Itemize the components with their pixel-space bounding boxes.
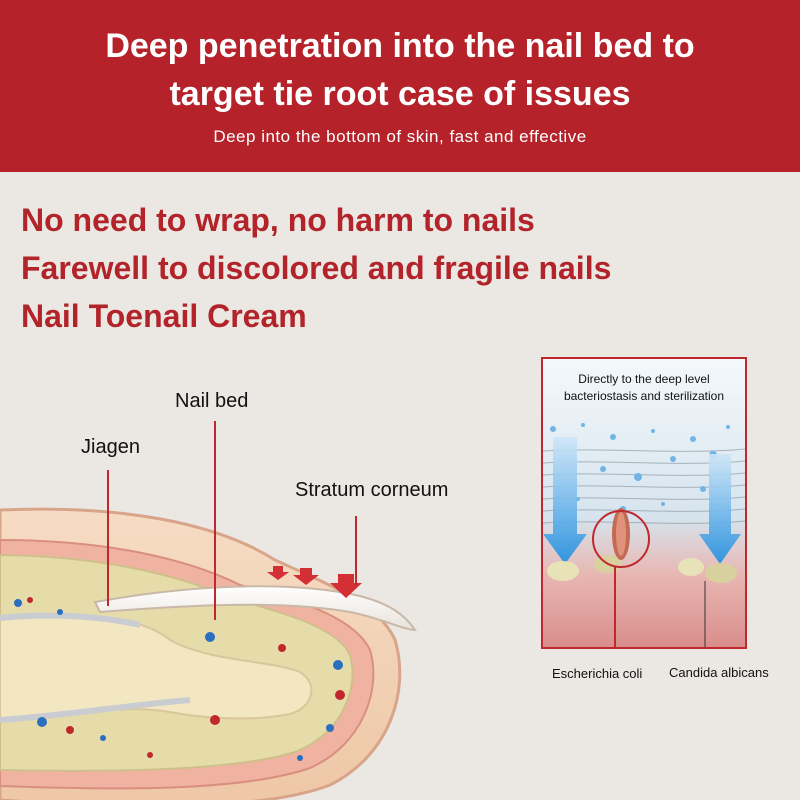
- label-nail-bed: Nail bed: [175, 390, 249, 412]
- label-stratum-corneum: Stratum corneum: [295, 479, 449, 501]
- inset-caption-line-2: bacteriostasis and sterilization: [563, 389, 725, 403]
- banner-title-line-2: target tie root case of issues: [169, 75, 631, 113]
- banner-title-line-1: Deep penetration into the nail bed to: [105, 27, 695, 65]
- skin-layer-illustration: [543, 359, 745, 647]
- headline-1: No need to wrap, no harm to nails: [21, 202, 535, 238]
- penetration-arrows: [267, 566, 362, 598]
- blood-vessel-dots: [14, 597, 345, 761]
- banner-subtitle: Deep into the bottom of skin, fast and e…: [213, 127, 587, 146]
- banner-title: Deep penetration into the nail bed to ta…: [0, 22, 800, 118]
- label-escherichia-coli: Escherichia coli: [552, 666, 643, 681]
- label-jiagen: Jiagen: [81, 436, 140, 458]
- header-banner: Deep penetration into the nail bed to ta…: [0, 0, 800, 172]
- inset-caption-line-1: Directly to the deep level: [578, 372, 710, 386]
- headline-list: No need to wrap, no harm to nails Farewe…: [21, 196, 611, 340]
- headline-3: Nail Toenail Cream: [21, 298, 307, 334]
- inset-caption: Directly to the deep level bacteriostasi…: [543, 371, 745, 405]
- label-candida-albicans: Candida albicans: [669, 665, 769, 680]
- headline-2: Farewell to discolored and fragile nails: [21, 250, 612, 286]
- bacteria-inset-panel: Directly to the deep level bacteriostasi…: [541, 357, 747, 649]
